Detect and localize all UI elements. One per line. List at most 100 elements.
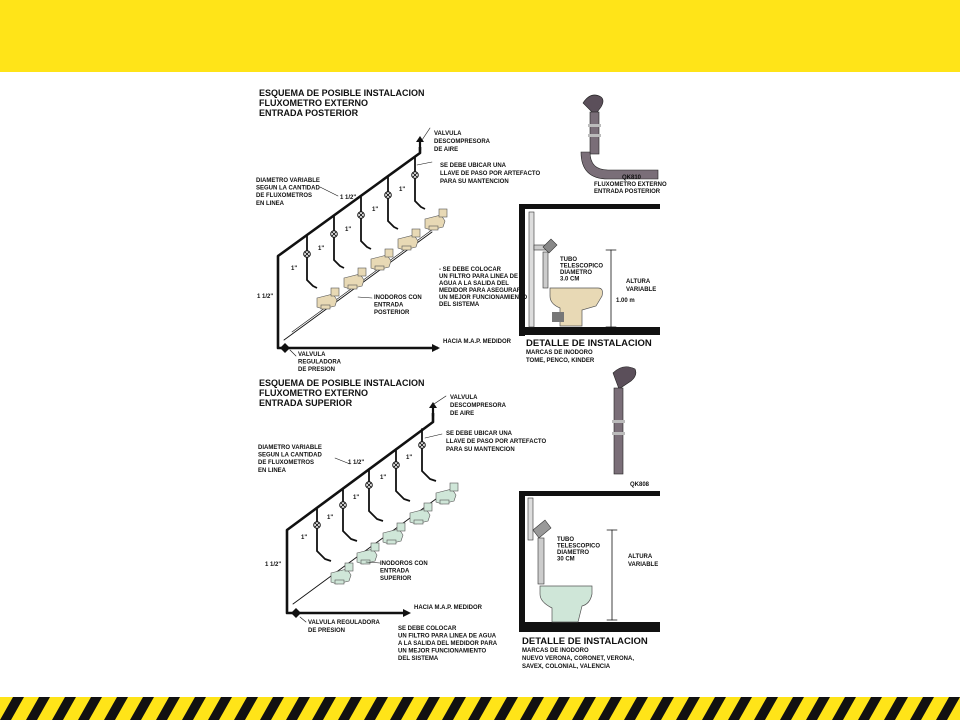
detail1-title: DETALLE DE INSTALACION <box>526 338 652 349</box>
leader-line <box>421 127 431 141</box>
branch-elbow <box>421 470 437 482</box>
schema-entrada-posterior: ESQUEMA DE POSIBLE INSTALACIONFLUXOMETRO… <box>256 88 540 373</box>
schema1-toilets-label-line: ENTRADA <box>374 303 404 309</box>
shutoff-valve-icon <box>365 481 373 489</box>
schema2-filter-note-line: SE DEBE COLOCAR <box>398 626 457 632</box>
arrow-right-icon <box>403 609 411 617</box>
detail1-height-value: 1.00 m <box>616 298 635 304</box>
flush-valve-head-icon <box>582 94 604 116</box>
schema2-filter-note-line: UN FILTRO PARA LINEA DE AGUA <box>398 634 497 640</box>
toilet-connector <box>552 312 564 322</box>
pressure-valve-icon <box>280 343 290 353</box>
leader-line <box>365 561 381 564</box>
schema1-filter-note-line: UN MEJOR FUNCIONAMIENTO <box>439 295 528 301</box>
diameter-1-label: 1" <box>291 266 297 272</box>
schema2-meter-label: HACIA M.A.P. MEDIDOR <box>414 605 483 611</box>
supply-riser <box>527 497 534 541</box>
toilet-tank <box>438 208 448 218</box>
schema1-filter-note-line: UN FILTRO PARA LINEA DE <box>439 274 518 280</box>
top-yellow-band <box>0 0 960 72</box>
schema2-pressure-valve-label-line: DE PRESION <box>308 628 345 634</box>
schema1-diameter-note-line: EN LINEA <box>256 201 285 207</box>
detail2-title: DETALLE DE INSTALACION <box>522 636 648 647</box>
detail1-tube-label-line: TUBO <box>560 257 577 263</box>
branch-elbow <box>360 240 372 250</box>
toilet-icon <box>409 502 433 525</box>
schema2-toilets-label-line: INODOROS CON <box>380 561 428 567</box>
schema1-title-line: ESQUEMA DE POSIBLE INSTALACION <box>259 88 425 98</box>
schema2-diameter-note-line: SEGUN LA CANTIDAD <box>258 453 322 459</box>
valve-cross <box>385 192 391 198</box>
detail1-tube-label-line: TELESCOPICO <box>560 264 603 270</box>
valve-cross <box>393 462 399 468</box>
detail2-tube-label-line: TUBO <box>557 537 574 543</box>
schema2-diameter-note-line: DE FLUXOMETROS <box>258 460 314 466</box>
schema2-air-valve-label-line: DESCOMPRESORA <box>450 403 507 409</box>
flush-valve-ring <box>588 124 601 127</box>
diameter-1-label: 1" <box>318 246 324 252</box>
flush-valve-icon <box>532 519 552 539</box>
toilet-tank <box>330 287 340 297</box>
schema1-meter-label: HACIA M.A.P. MEDIDOR <box>443 339 512 345</box>
toilet-base <box>401 245 412 251</box>
branch-elbow <box>414 200 426 210</box>
schema1-pressure-valve-label-line: DE PRESION <box>298 367 335 373</box>
pressure-valve-icon <box>291 608 301 618</box>
toilet-base <box>386 539 397 545</box>
diameter-1-label: 1" <box>353 495 359 501</box>
leader-line <box>319 186 339 197</box>
toilet-base <box>413 519 424 525</box>
toilet-tank <box>449 482 459 492</box>
detail2-brands-line: SAVEX, COLONIAL, VALENCIA <box>522 664 611 670</box>
flush-valve-ring <box>612 420 625 423</box>
schema1-filter-note-line: AGUA A LA SALIDA DEL <box>439 281 509 287</box>
floor-slab <box>519 327 660 335</box>
detail1-brands-line: TOME, PENCO, KINDER <box>526 358 595 364</box>
schema2-diameter-note-line: EN LINEA <box>258 468 287 474</box>
valve-cross <box>366 482 372 488</box>
schema2-toilets-label-line: SUPERIOR <box>380 576 412 582</box>
leader-line <box>424 433 443 439</box>
schema-entrada-superior: ESQUEMA DE POSIBLE INSTALACIONFLUXOMETRO… <box>258 378 546 662</box>
detail2-brands-line: NUEVO VERONA, CORONET, VERONA, <box>522 656 634 662</box>
valve-cross <box>419 442 425 448</box>
leader-line <box>433 395 447 405</box>
bottom-hazard-stripe <box>0 697 960 720</box>
leader-line <box>289 349 297 357</box>
schema1-key-note-line: SE DEBE UBICAR UNA <box>440 163 507 169</box>
diameter-1-label: 1" <box>380 475 386 481</box>
schema1-key-note-line: PARA SU MANTENCION <box>440 179 509 185</box>
toilet-base <box>439 499 450 505</box>
schema1-key-note-line: LLAVE DE PASO POR ARTEFACTO <box>440 171 540 177</box>
schema1-air-valve-label-line: DESCOMPRESORA <box>434 139 491 145</box>
arrow-right-icon <box>432 344 440 352</box>
main-supply-pipe <box>285 413 435 615</box>
shutoff-valve-icon <box>392 461 400 469</box>
toilet-icon <box>382 522 406 545</box>
schema2-toilets-label-line: ENTRADA <box>380 569 410 575</box>
schema2-pressure-valve-label-line: VALVULA REGULADORA <box>308 620 381 626</box>
toilet-base <box>428 225 439 231</box>
schema1-title-line: FLUXOMETRO EXTERNO <box>259 98 368 108</box>
detail1-product-desc-line: FLUXOMETRO EXTERNO <box>594 182 667 188</box>
schema2-filter-note-line: UN MEJOR FUNCIONAMIENTO <box>398 649 487 655</box>
toilet-tank <box>370 542 380 552</box>
detail2-product-code: QK808 <box>630 482 650 488</box>
flush-valve-ring <box>588 134 601 137</box>
toilet-icon <box>316 287 340 310</box>
toilet-tank <box>344 562 354 572</box>
schema1-diameter-note-line: DE FLUXOMETROS <box>256 193 312 199</box>
detail1-product-desc-line: ENTRADA POSTERIOR <box>594 189 661 195</box>
leader-line <box>357 296 373 299</box>
detail1-tube-label-line: DIAMETRO <box>560 270 592 276</box>
toilet-tank <box>411 228 421 238</box>
air-valve-icon <box>429 402 437 408</box>
flush-valve-tube <box>613 387 624 475</box>
toilet-base <box>374 265 385 271</box>
toilet-icon <box>435 482 459 505</box>
ceiling-slab <box>519 491 660 496</box>
valve-cross <box>412 172 418 178</box>
toilet-base <box>334 579 345 585</box>
diameter-1-label: 1" <box>301 535 307 541</box>
